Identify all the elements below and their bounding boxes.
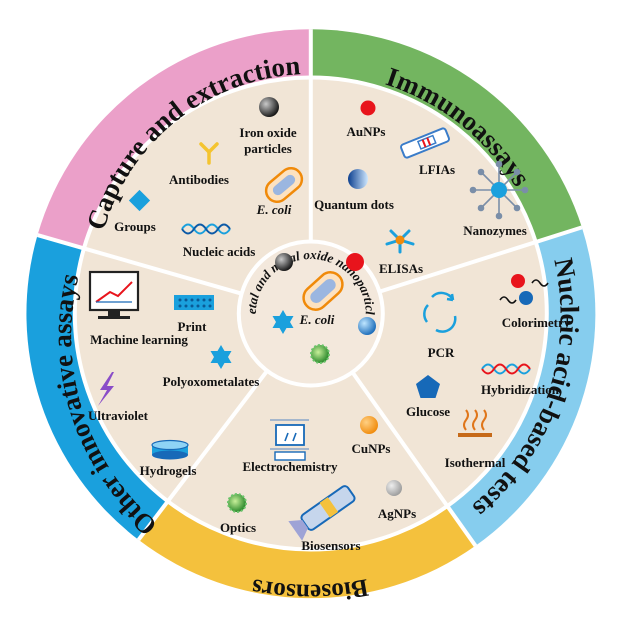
gold-nanoparticle-icon: [346, 253, 364, 271]
ultraviolet-lightning-icon: [98, 372, 114, 406]
groups-label: Groups: [114, 219, 156, 234]
isothermal-label: Isothermal: [445, 455, 506, 470]
ultraviolet-label: Ultraviolet: [88, 408, 149, 423]
quantum-dots-label: Quantum dots: [314, 197, 394, 212]
center-ecoli-label: E. coli: [299, 312, 335, 327]
hybridization-label: Hybridization: [481, 382, 560, 397]
cunps-label: CuNPs: [351, 441, 390, 456]
capture-ecoli-icon: [264, 166, 304, 204]
colorimetry-icon: [499, 274, 549, 305]
functional-group-icon: [128, 189, 151, 212]
elisa-icon: [385, 229, 415, 254]
iron-oxide-label-line1: Iron oxide: [239, 125, 296, 140]
electrochemistry-cell-icon: [270, 419, 309, 461]
elisas-label: ELISAs: [379, 261, 423, 276]
ecoli-icon: [302, 271, 344, 311]
nanozymes-label: Nanozymes: [463, 223, 527, 238]
iron-oxide-icon: [259, 97, 279, 117]
electrochemistry-label: Electrochemistry: [242, 459, 338, 474]
dna-strand-icon: [181, 223, 231, 235]
lateral-flow-strip-icon: [400, 127, 450, 159]
antibody-icon: [199, 142, 219, 165]
nucleic-section: Colorimetry PCR Hybridization Glucose Is…: [406, 274, 571, 470]
capture-section: Iron oxide particles Antibodies E. coli …: [114, 97, 304, 259]
print-label: Print: [178, 319, 208, 334]
polyoxometalates-label: Polyoxometalates: [163, 374, 260, 389]
nanozyme-icon: [469, 160, 529, 220]
aunps-label: AuNPs: [346, 124, 385, 139]
isothermal-heat-icon: [458, 409, 492, 437]
polyoxometalate-star-icon: [272, 310, 294, 334]
lfias-label: LFIAs: [419, 162, 455, 177]
quantum-dots-icon: [348, 169, 368, 189]
polyoxometalate-icon: [210, 345, 232, 369]
iron-oxide-label-line2: particles: [244, 141, 292, 156]
agnps-icon: [386, 480, 402, 496]
agnps-label: AgNPs: [378, 506, 416, 521]
quantum-dot-icon: [358, 317, 376, 335]
biosensors-section: Electrochemistry CuNPs AgNPs Optics Bios…: [220, 416, 416, 553]
hydrogels-label: Hydrogels: [140, 463, 197, 478]
optics-label: Optics: [220, 520, 256, 535]
aunps-icon: [360, 100, 376, 116]
other-section: Print Machine learning Polyoxometalates …: [88, 270, 260, 478]
iron-oxide-particle-icon: [275, 253, 293, 271]
green-nanoparticle-icon: [310, 344, 330, 364]
pcr-label: PCR: [428, 345, 455, 360]
center-disk: [236, 239, 385, 388]
hydrogel-dish-icon: [151, 439, 189, 460]
nucleic-acids-label: Nucleic acids: [183, 244, 256, 259]
antibodies-label: Antibodies: [169, 172, 229, 187]
computer-monitor-icon: [88, 270, 140, 319]
pcr-cycle-icon: [423, 291, 457, 333]
immuno-section: AuNPs LFIAs Quantum dots Nanozymes: [314, 100, 529, 276]
optics-icon: [227, 493, 247, 513]
cunps-icon: [360, 416, 378, 434]
capture-ecoli-label: E. coli: [256, 202, 292, 217]
biosensors-label: Biosensors: [301, 538, 360, 553]
print-plate-icon: [174, 295, 214, 310]
glucose-label: Glucose: [406, 404, 450, 419]
hybridization-dna-icon: [481, 363, 531, 375]
biosensor-device-icon: [288, 485, 356, 541]
colorimetry-label: Colorimetry: [502, 315, 571, 330]
glucose-icon: [416, 375, 440, 398]
machine-learning-label: Machine learning: [90, 332, 188, 347]
